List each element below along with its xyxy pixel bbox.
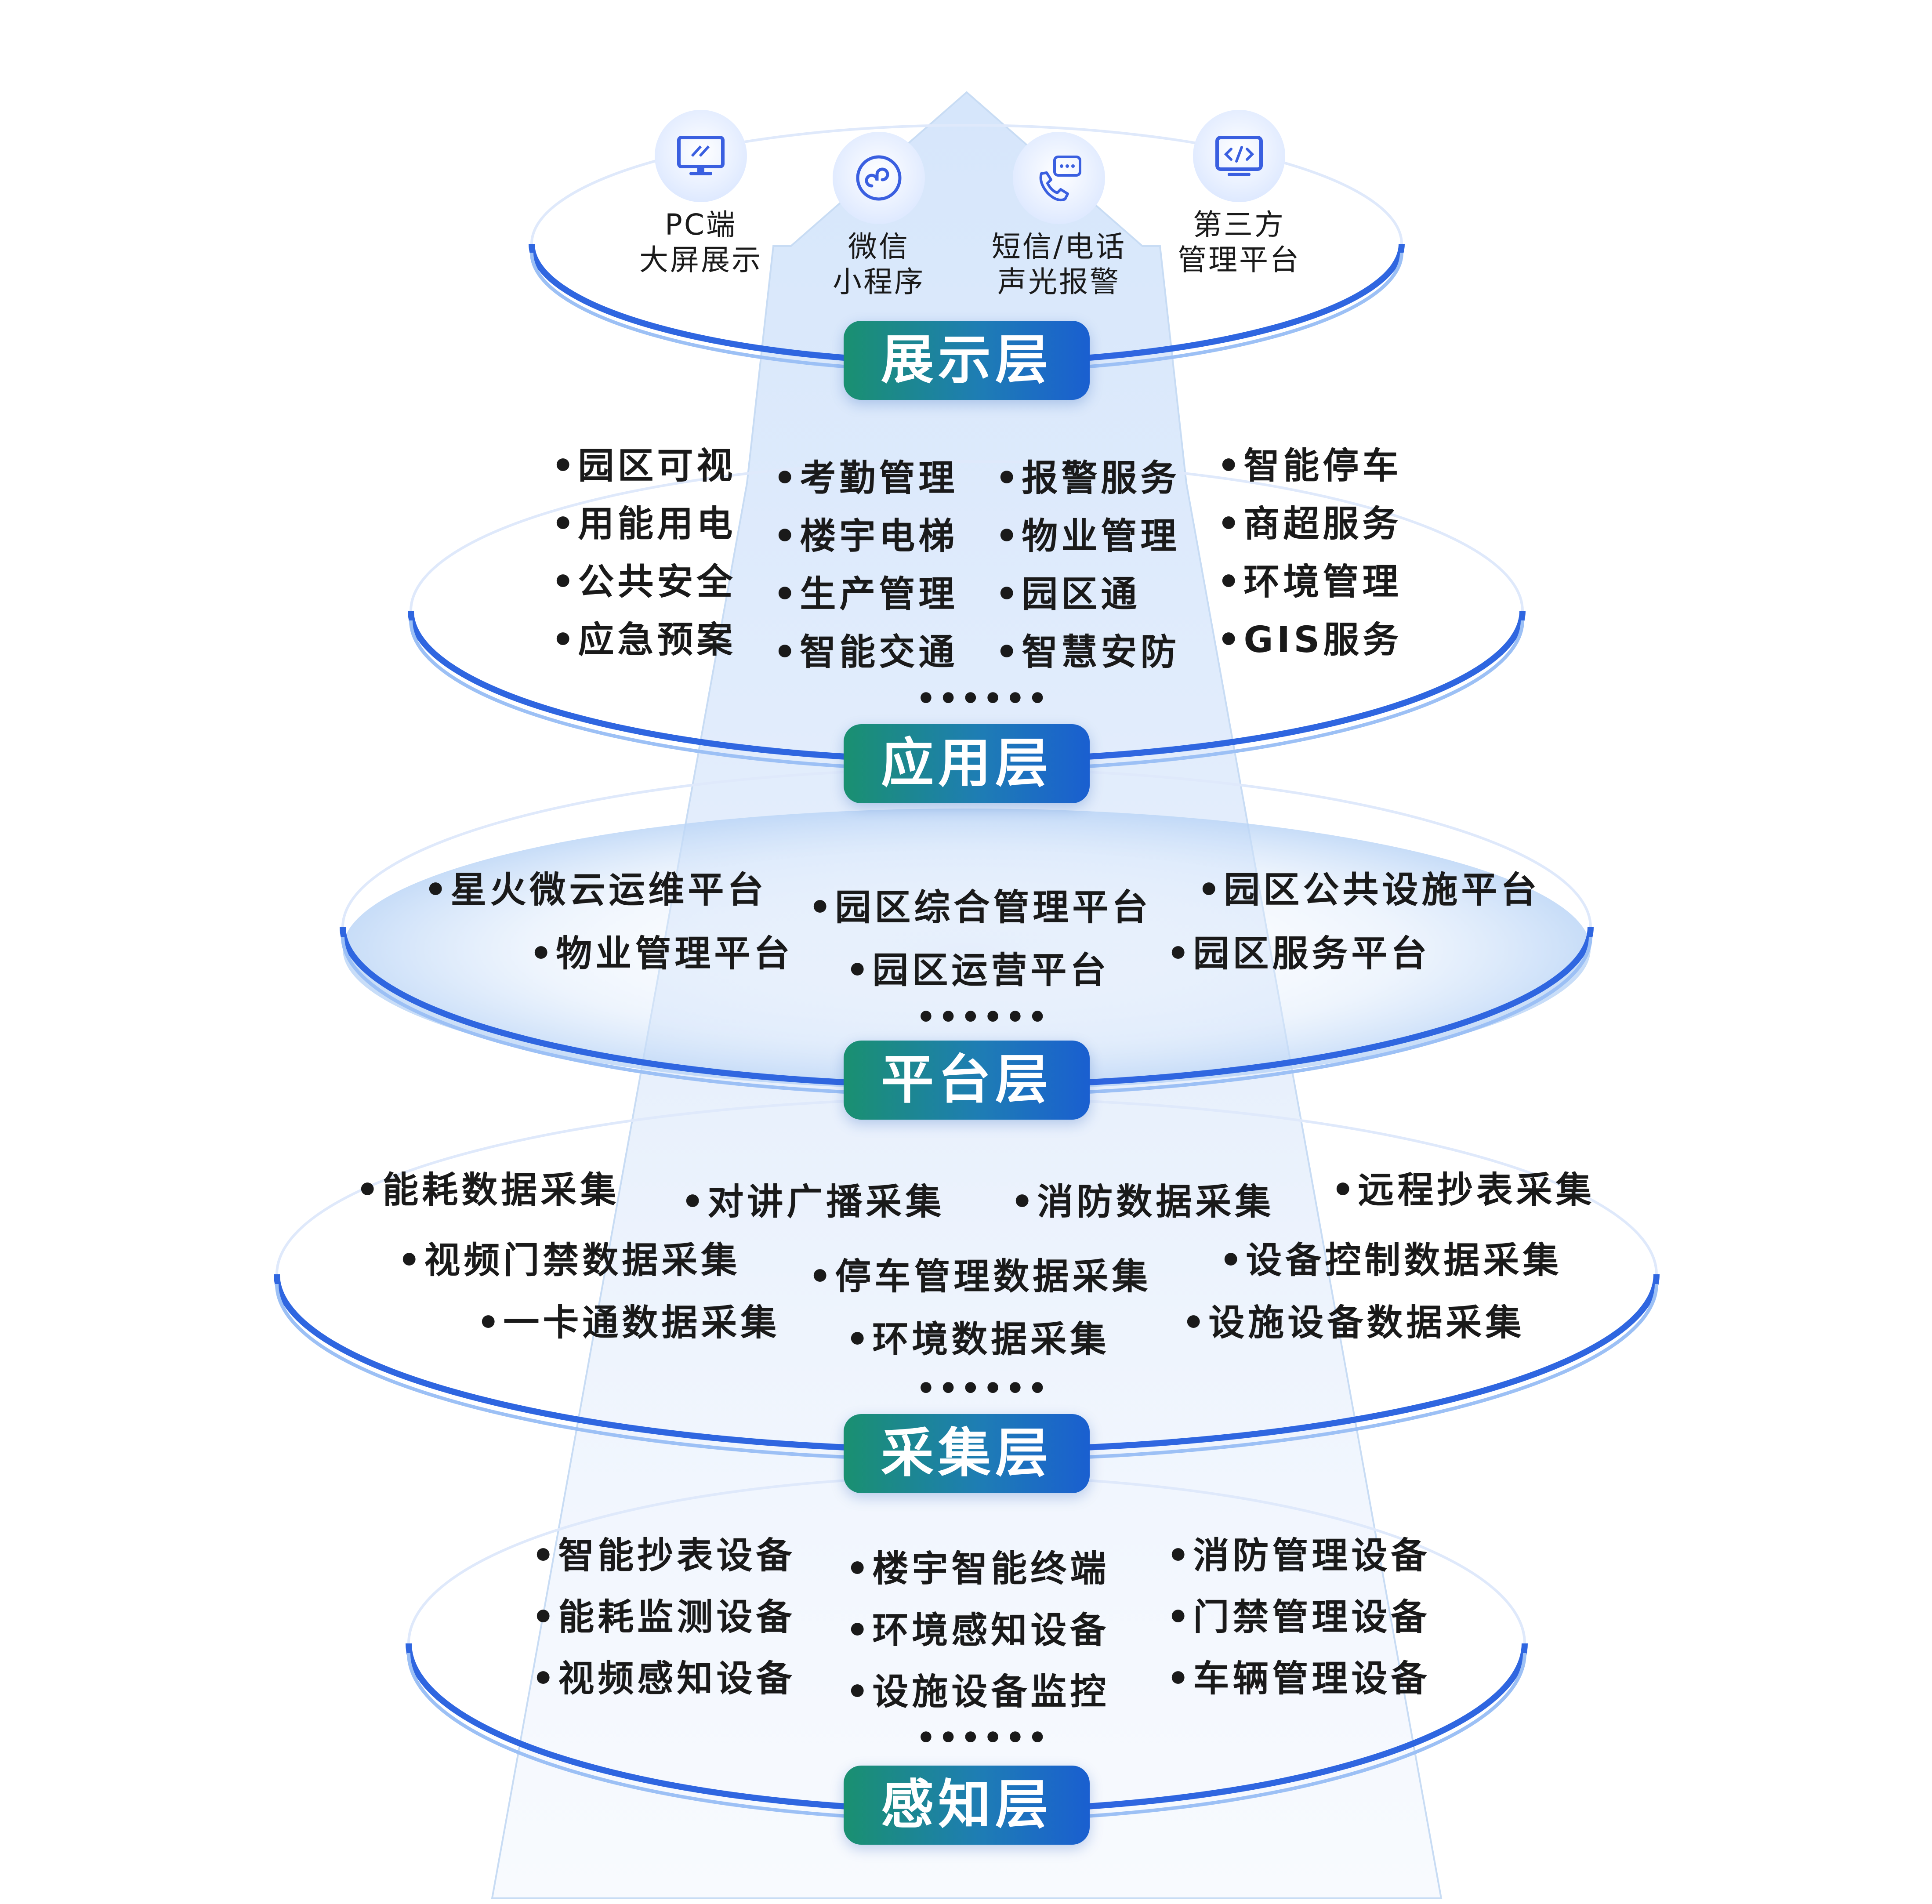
app-item: •环境管理: [1217, 561, 1402, 603]
app-item: •园区可视: [551, 445, 736, 487]
badge-perception-layer: 感知层: [844, 1766, 1090, 1845]
platform-disk: [343, 809, 1591, 1090]
collection-item: •环境数据采集: [846, 1319, 1110, 1360]
platform-item: •园区综合管理平台: [808, 887, 1152, 928]
channel-sms: 短信/电话 声光报警: [967, 132, 1151, 300]
collection-item: •消防数据采集: [1011, 1181, 1275, 1223]
perception-more-dots: ••••••: [916, 1720, 1050, 1756]
perception-item: •环境感知设备: [846, 1610, 1110, 1651]
collection-item: •停车管理数据采集: [808, 1256, 1152, 1298]
channel-pc-line1: PC端: [665, 208, 737, 242]
app-item: •生产管理: [773, 573, 958, 615]
channel-wechat-line2: 小程序: [833, 265, 925, 299]
platform-item: •星火微云运维平台: [424, 869, 767, 911]
collection-item: •对讲广播采集: [681, 1181, 945, 1223]
platform-more-dots: ••••••: [916, 999, 1050, 1035]
perception-item: •能耗监测设备: [532, 1596, 796, 1638]
platform-item: •园区公共设施平台: [1197, 869, 1541, 911]
perception-item: •门禁管理设备: [1167, 1596, 1431, 1638]
collection-item: •设备控制数据采集: [1219, 1240, 1562, 1281]
channel-sms-line2: 声光报警: [997, 265, 1120, 299]
collection-item: •设施设备数据采集: [1182, 1302, 1525, 1344]
badge-application-layer: 应用层: [844, 724, 1090, 803]
collection-item: •远程抄表采集: [1331, 1169, 1595, 1211]
collection-item: •视频门禁数据采集: [398, 1240, 741, 1281]
app-item: •园区通: [995, 573, 1141, 615]
perception-item: •楼宇智能终端: [846, 1548, 1110, 1590]
channel-pc: PC端 大屏展示: [613, 110, 789, 278]
badge-display-layer: 展示层: [844, 321, 1090, 400]
app-item: •GIS服务: [1217, 619, 1403, 661]
app-item: •智能停车: [1217, 445, 1402, 487]
code-window-icon: [1193, 110, 1285, 202]
app-item: •考勤管理: [773, 457, 958, 499]
perception-item: •车辆管理设备: [1167, 1658, 1431, 1700]
platform-item: •园区服务平台: [1167, 933, 1431, 975]
app-more-dots: ••••••: [916, 681, 1050, 717]
app-item: •智慧安防: [995, 631, 1180, 673]
channel-wechat: 微信 小程序: [795, 132, 962, 300]
channel-third-party-line2: 管理平台: [1178, 243, 1301, 277]
channel-third-party: 第三方 管理平台: [1151, 110, 1327, 278]
channel-sms-line1: 短信/电话: [991, 230, 1127, 264]
app-item: •楼宇电梯: [773, 515, 958, 557]
perception-item: •视频感知设备: [532, 1658, 796, 1700]
badge-platform-layer: 平台层: [844, 1041, 1090, 1120]
app-item: •公共安全: [551, 561, 736, 603]
app-item: •商超服务: [1217, 503, 1402, 545]
perception-item: •智能抄表设备: [532, 1535, 796, 1577]
platform-item: •物业管理平台: [529, 933, 794, 975]
mini-program-icon: [833, 132, 925, 224]
phone-message-icon: [1013, 132, 1105, 224]
monitor-icon: [655, 110, 747, 202]
badge-collection-layer: 采集层: [844, 1414, 1090, 1493]
app-item: •物业管理: [995, 515, 1180, 557]
channel-third-party-line1: 第三方: [1193, 208, 1285, 242]
app-item: •报警服务: [995, 457, 1180, 499]
perception-item: •设施设备监控: [846, 1671, 1110, 1713]
app-item: •用能用电: [551, 503, 736, 545]
channel-wechat-line1: 微信: [848, 230, 910, 264]
collection-more-dots: ••••••: [916, 1371, 1050, 1407]
app-item: •智能交通: [773, 631, 958, 673]
channel-pc-line2: 大屏展示: [639, 243, 762, 277]
collection-item: •能耗数据采集: [356, 1169, 620, 1211]
perception-item: •消防管理设备: [1167, 1535, 1431, 1577]
app-item: •应急预案: [551, 619, 736, 661]
platform-item: •园区运营平台: [846, 950, 1110, 991]
collection-item: •一卡通数据采集: [477, 1302, 780, 1344]
